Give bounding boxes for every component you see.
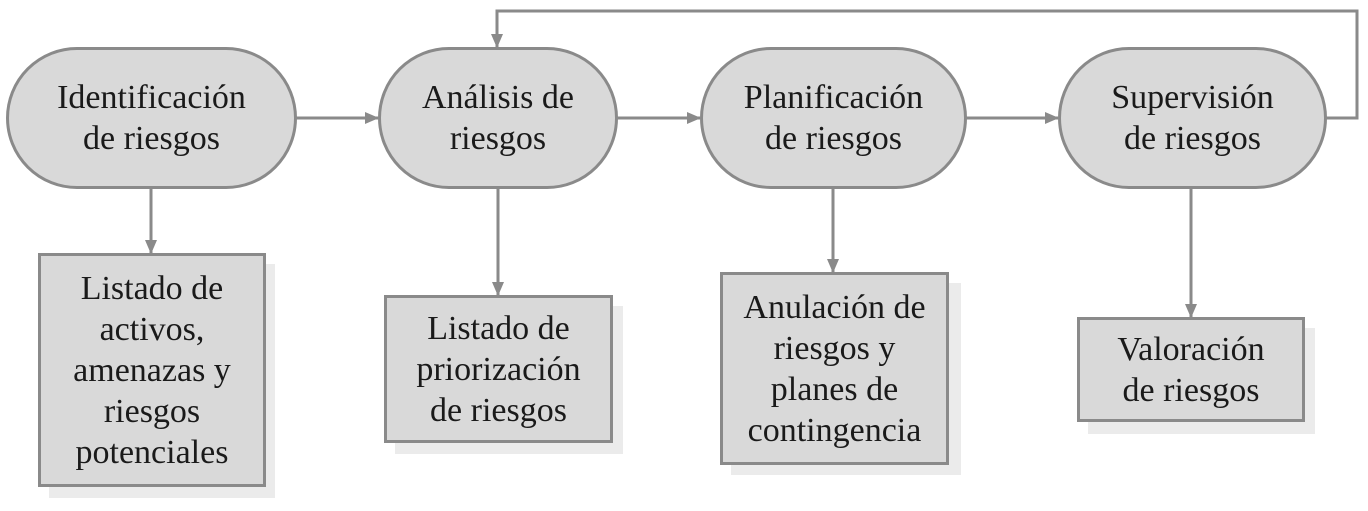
stage-supervision-line-1: Supervisión [1111, 79, 1274, 116]
stage-analisis: Análisis de riesgos [378, 47, 618, 189]
stage-planificacion-line-1: Planificación [743, 79, 924, 116]
output-valoracion: Valoración de riesgos [1077, 317, 1305, 422]
stage-supervision-line-2: de riesgos [1124, 120, 1261, 157]
output-listado-priorizacion: Listado de priorización de riesgos [384, 295, 613, 443]
stage-identificacion-line-2: de riesgos [83, 120, 220, 157]
stage-analisis-line-1: Análisis de [421, 79, 575, 116]
arrow-supervision-feedback-loop [491, 9, 1359, 120]
output-anulacion-line-4: contingencia [747, 411, 922, 449]
output-listado-activos-line-1: Listado de [80, 269, 224, 307]
output-anulacion-line-3: planes de [770, 370, 899, 408]
output-listado-activos-line-5: potenciales [75, 433, 229, 471]
output-valoracion-line-2: de riesgos [1122, 371, 1260, 409]
output-listado-priorizacion-line-1: Listado de [427, 309, 570, 347]
output-listado-activos-line-3: amenazas y [73, 351, 231, 389]
output-listado-priorizacion-line-3: de riesgos [430, 391, 567, 429]
stage-supervision: Supervisión de riesgos [1058, 47, 1327, 189]
output-anulacion-line-2: riesgos y [773, 329, 896, 367]
stage-planificacion: Planificación de riesgos [700, 47, 967, 189]
stage-planificacion-line-2: de riesgos [765, 120, 902, 157]
stage-identificacion-line-1: Identificación [57, 79, 246, 116]
output-listado-priorizacion-line-2: priorización [416, 350, 581, 388]
output-listado-activos-line-4: riesgos [103, 392, 201, 430]
stage-analisis-line-2: riesgos [449, 120, 547, 157]
output-anulacion-line-1: Anulación de [743, 288, 926, 326]
output-listado-activos: Listado de activos, amenazas y riesgos p… [38, 253, 266, 487]
output-listado-activos-line-2: activos, [99, 310, 205, 348]
output-valoracion-line-1: Valoración [1117, 330, 1265, 368]
stage-identificacion: Identificación de riesgos [6, 47, 297, 189]
output-anulacion: Anulación de riesgos y planes de conting… [720, 272, 949, 465]
